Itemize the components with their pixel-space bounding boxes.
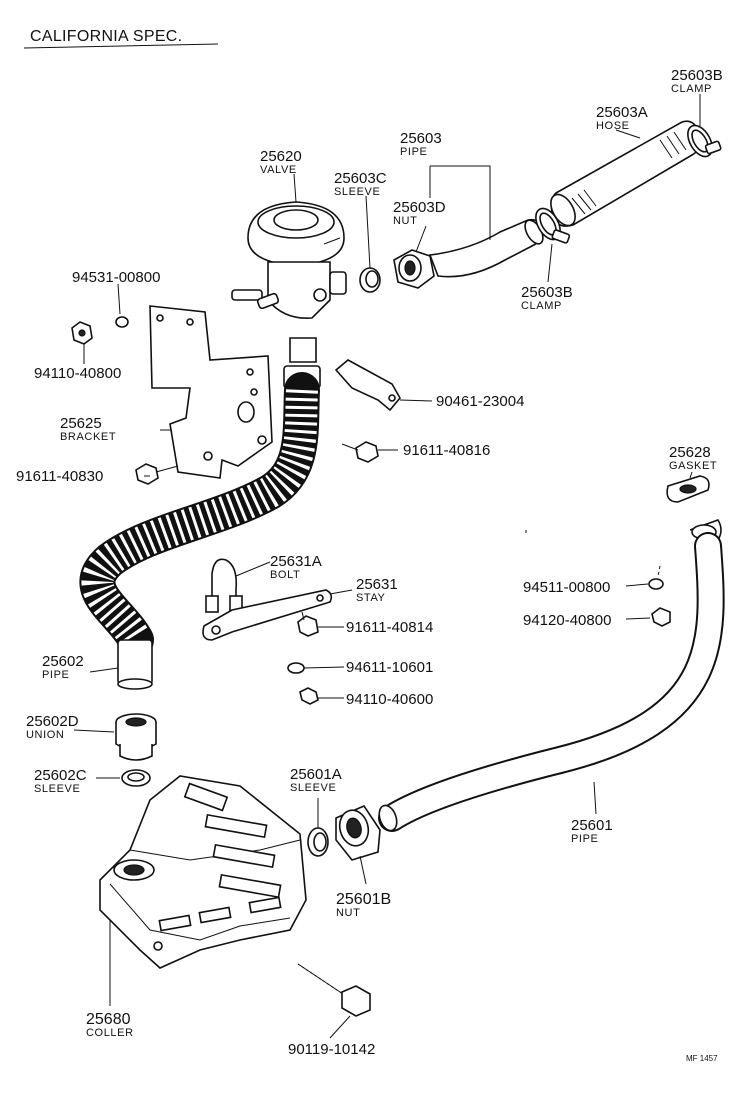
nut-94110-40600-drawing: [299, 687, 319, 705]
svg-text:25602D: 25602D: [26, 713, 79, 730]
svg-text:BOLT: BOLT: [270, 569, 300, 581]
washer-94531-drawing: [115, 316, 129, 328]
label-90119-10142: 90119-10142: [288, 1041, 375, 1058]
bolt-25631a-drawing: [205, 558, 243, 613]
label-90461-23004: 90461-23004: [436, 393, 524, 410]
svg-text:25680: 25680: [86, 1011, 131, 1028]
nut-94120-40800-drawing: [651, 607, 671, 627]
label-25620: 25620 VALVE: [260, 148, 302, 176]
label-25603b-top: 25603B CLAMP: [671, 67, 723, 95]
clamp-25603b-bottom-drawing: [535, 207, 571, 244]
nut-25601b-drawing: [335, 805, 381, 861]
label-25603c: 25603C SLEEVE: [334, 170, 387, 198]
sleeve-25601a-drawing: [307, 827, 329, 857]
label-25680: 25680 COLLER: [86, 1011, 134, 1039]
bolt-91611-40814-drawing: [297, 611, 319, 637]
label-25601b: 25601B NUT: [336, 891, 391, 919]
svg-text:PIPE: PIPE: [42, 669, 69, 681]
svg-text:SLEEVE: SLEEVE: [290, 782, 336, 794]
bolt-91611-40830-drawing: [135, 463, 179, 485]
pipe-25602-drawing: [79, 337, 321, 690]
label-25602d: 25602D UNION: [26, 713, 79, 741]
svg-text:25601A: 25601A: [290, 766, 342, 783]
svg-text:UNION: UNION: [26, 729, 64, 741]
label-25601a: 25601A SLEEVE: [290, 766, 342, 794]
svg-text:25602C: 25602C: [34, 767, 87, 784]
label-94531-00800: 94531-00800: [72, 269, 160, 286]
bolt-90119-drawing: [297, 963, 371, 1017]
diagram-title: CALIFORNIA SPEC.: [30, 28, 182, 45]
svg-text:SLEEVE: SLEEVE: [34, 783, 80, 795]
svg-text:25603D: 25603D: [393, 199, 446, 216]
label-25628: 25628 GASKET: [669, 444, 717, 472]
label-25625: 25625 BRACKET: [60, 415, 116, 443]
svg-text:25625: 25625: [60, 415, 102, 432]
svg-text:25631A: 25631A: [270, 553, 322, 570]
nut-94110-40800-drawing: [71, 321, 93, 345]
label-94611-10601: 94611-10601: [346, 659, 433, 676]
nut-25603d-drawing: [393, 249, 435, 289]
label-25603b-bottom: 25603B CLAMP: [521, 284, 573, 312]
bolt-91611-40816-drawing: [341, 441, 379, 463]
svg-text:25603B: 25603B: [671, 67, 723, 84]
svg-text:25603: 25603: [400, 130, 442, 147]
pipe-25601-drawing: [378, 519, 725, 832]
valve-25620-drawing: [231, 201, 347, 319]
label-91611-40816: 91611-40816: [403, 442, 490, 459]
bracket-25625-drawing: [149, 305, 273, 479]
washer-94511-drawing: [648, 578, 664, 590]
svg-text:CLAMP: CLAMP: [671, 83, 712, 95]
label-94511-00800: 94511-00800: [523, 579, 610, 596]
washer-94611-drawing: [287, 662, 305, 674]
pipe-25603-drawing: [428, 218, 544, 278]
label-25631a: 25631A BOLT: [270, 553, 322, 581]
svg-text:25602: 25602: [42, 653, 84, 670]
union-25602d-drawing: [115, 713, 157, 761]
label-25603a: 25603A HOSE: [596, 104, 648, 132]
svg-text:PIPE: PIPE: [571, 833, 598, 845]
label-94110-40600: 94110-40600: [346, 691, 433, 708]
svg-text:PIPE: PIPE: [400, 146, 427, 158]
gasket-25628-drawing: [666, 475, 710, 503]
label-25603: 25603 PIPE: [400, 130, 442, 158]
label-25602c: 25602C SLEEVE: [34, 767, 87, 795]
svg-text:25631: 25631: [356, 576, 398, 593]
label-91611-40814: 91611-40814: [346, 619, 433, 636]
svg-text:NUT: NUT: [336, 907, 360, 919]
label-94120-40800: 94120-40800: [523, 612, 611, 629]
svg-text:NUT: NUT: [393, 215, 417, 227]
leader-lines: [73, 94, 701, 1039]
svg-text:25620: 25620: [260, 148, 302, 165]
svg-text:COLLER: COLLER: [86, 1027, 134, 1039]
svg-text:CLAMP: CLAMP: [521, 300, 562, 312]
sleeve-25603c-drawing: [359, 267, 381, 293]
svg-text:GASKET: GASKET: [669, 460, 717, 472]
svg-text:25603A: 25603A: [596, 104, 648, 121]
stay-90461-drawing: [334, 359, 401, 412]
label-25602: 25602 PIPE: [42, 653, 84, 681]
drawing-code: MF 1457: [686, 1054, 718, 1063]
svg-text:25603B: 25603B: [521, 284, 573, 301]
svg-text:25601B: 25601B: [336, 891, 391, 908]
sleeve-25602c-drawing: [121, 769, 151, 787]
svg-text:25628: 25628: [669, 444, 711, 461]
hose-25603a-drawing: [550, 120, 702, 227]
svg-text:HOSE: HOSE: [596, 120, 630, 132]
svg-text:BRACKET: BRACKET: [60, 431, 116, 443]
stay-25631-drawing: [202, 589, 333, 641]
clamp-25603b-top-drawing: [687, 124, 722, 158]
label-25601: 25601 PIPE: [571, 817, 613, 845]
label-94110-40800: 94110-40800: [34, 365, 121, 382]
label-25603d: 25603D NUT: [393, 199, 446, 227]
svg-text:25603C: 25603C: [334, 170, 387, 187]
svg-text:STAY: STAY: [356, 592, 386, 604]
svg-text:VALVE: VALVE: [260, 164, 297, 176]
label-91611-40830: 91611-40830: [16, 468, 103, 485]
label-25631: 25631 STAY: [356, 576, 398, 604]
svg-text:25601: 25601: [571, 817, 613, 834]
coller-25680-drawing: [99, 775, 307, 969]
svg-text:SLEEVE: SLEEVE: [334, 186, 380, 198]
